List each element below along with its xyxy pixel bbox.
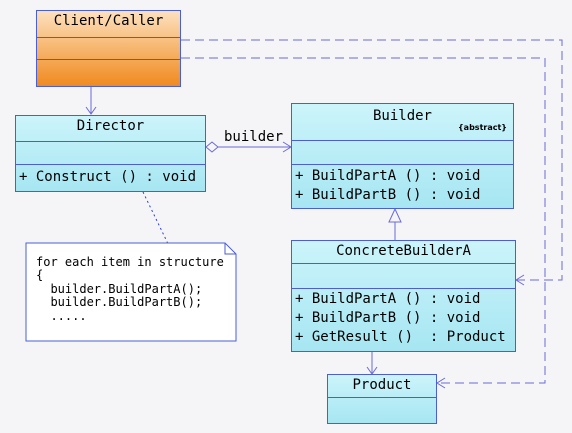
director-attributes bbox=[16, 141, 205, 164]
builder-operation-buildparta: + BuildPartA () : void bbox=[295, 168, 481, 184]
client-caller-attributes bbox=[37, 37, 180, 59]
director-title: Director bbox=[76, 118, 145, 134]
product-attributes bbox=[328, 397, 436, 423]
association-role-label: builder bbox=[224, 129, 284, 145]
product-title: Product bbox=[352, 377, 412, 393]
concrete-builder-title: ConcreteBuilderA bbox=[336, 243, 471, 259]
concrete-builder-operation-getresult: + GetResult () : Product bbox=[295, 329, 506, 345]
director-operations: + Construct () : void bbox=[16, 164, 205, 191]
concrete-builder-operation-buildpartb: + BuildPartB () : void bbox=[295, 310, 481, 326]
client-caller-class[interactable]: Client/Caller bbox=[36, 10, 181, 87]
concrete-builder-attributes bbox=[292, 263, 515, 288]
note-line-2: { bbox=[36, 268, 44, 282]
note-line-4: builder.BuildPartB(); bbox=[36, 295, 203, 309]
client-caller-title: Client/Caller bbox=[53, 13, 164, 29]
concrete-builder-class[interactable]: ConcreteBuilderA + BuildPartA () : void … bbox=[291, 240, 516, 352]
director-operation-construct: + Construct () : void bbox=[19, 169, 197, 185]
builder-operations: + BuildPartA () : void + BuildPartB () :… bbox=[292, 164, 513, 208]
builder-title: Builder bbox=[372, 108, 432, 124]
builder-class[interactable]: Builder {abstract} + BuildPartA () : voi… bbox=[291, 103, 514, 209]
builder-stereotype: {abstract} bbox=[457, 123, 507, 132]
client-caller-operations bbox=[37, 59, 180, 86]
note-line-5: ..... bbox=[36, 309, 87, 323]
concrete-builder-operations: + BuildPartA () : void + BuildPartB () :… bbox=[292, 288, 515, 351]
builder-attributes bbox=[292, 140, 513, 164]
concrete-builder-operation-buildparta: + BuildPartA () : void bbox=[295, 291, 481, 307]
product-class[interactable]: Product bbox=[327, 374, 437, 424]
note-line-3: builder.BuildPartA(); bbox=[36, 282, 203, 296]
builder-operation-buildpartb: + BuildPartB () : void bbox=[295, 187, 481, 203]
director-class[interactable]: Director + Construct () : void bbox=[15, 115, 206, 192]
note-line-1: for each item in structure bbox=[36, 255, 224, 269]
